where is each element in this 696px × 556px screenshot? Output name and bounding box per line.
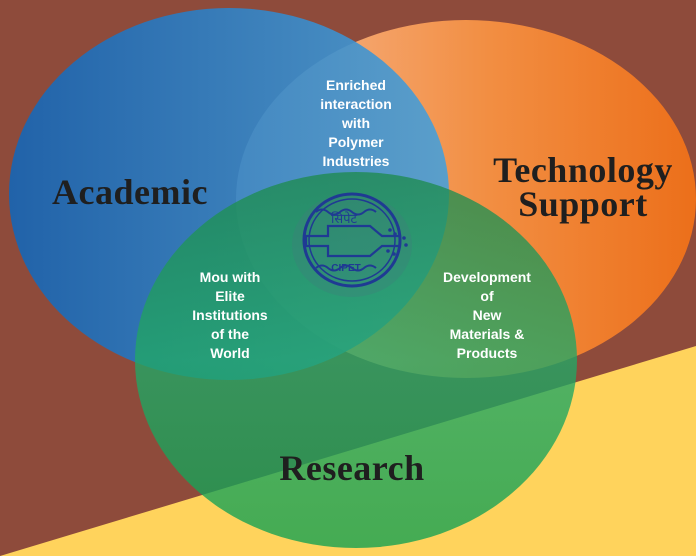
overlap-academic-technology: Enriched interaction with Polymer Indust… [296,76,416,171]
overlap-line: Elite [215,288,245,304]
support-label-line: Support [518,184,648,224]
overlap-line: Institutions [192,307,268,323]
overlap-line: Industries [322,153,390,169]
logo-hindi-text: सिपेट [331,211,358,227]
cipet-logo: सिपेट CIPET [302,192,408,288]
logo-wave-top [315,208,377,216]
overlap-line: interaction [320,96,392,112]
technology-support-label: Technology Support [470,150,696,224]
overlap-line: Mou with [199,269,261,285]
overlap-line: of the [210,326,250,342]
overlap-line: Products [456,345,518,361]
research-label-line: Research [279,448,425,488]
overlap-line: Polymer [328,134,384,150]
logo-ring-inner [308,198,396,282]
logo-wave-bottom [315,264,377,272]
logo-dot [404,243,408,247]
overlap-line: with [342,115,370,131]
overlap-line: New [472,307,502,323]
overlap-line: of [480,288,494,304]
overlap-line: World [210,345,250,361]
academic-label-line: Academic [52,172,208,212]
logo-dot [388,228,392,232]
logo-nozzle [304,224,402,258]
logo-dot [393,232,397,236]
overlap-technology-research: Development of New Materials & Products [422,268,552,363]
technology-label-line: Technology [493,150,673,190]
logo-dot [392,252,396,256]
circle-research [135,172,577,548]
overlap-line: Development [443,269,531,285]
logo-caption: CIPET [331,263,360,274]
overlap-academic-research: Mou with Elite Institutions of the World [170,268,290,363]
center-overlap [292,193,412,297]
logo-dot [386,249,390,253]
overlap-line: Materials & [449,326,525,342]
overlap-line: Enriched [326,77,386,93]
logo-dot [402,236,406,240]
academic-label: Academic [30,172,230,212]
research-label: Research [252,448,452,488]
